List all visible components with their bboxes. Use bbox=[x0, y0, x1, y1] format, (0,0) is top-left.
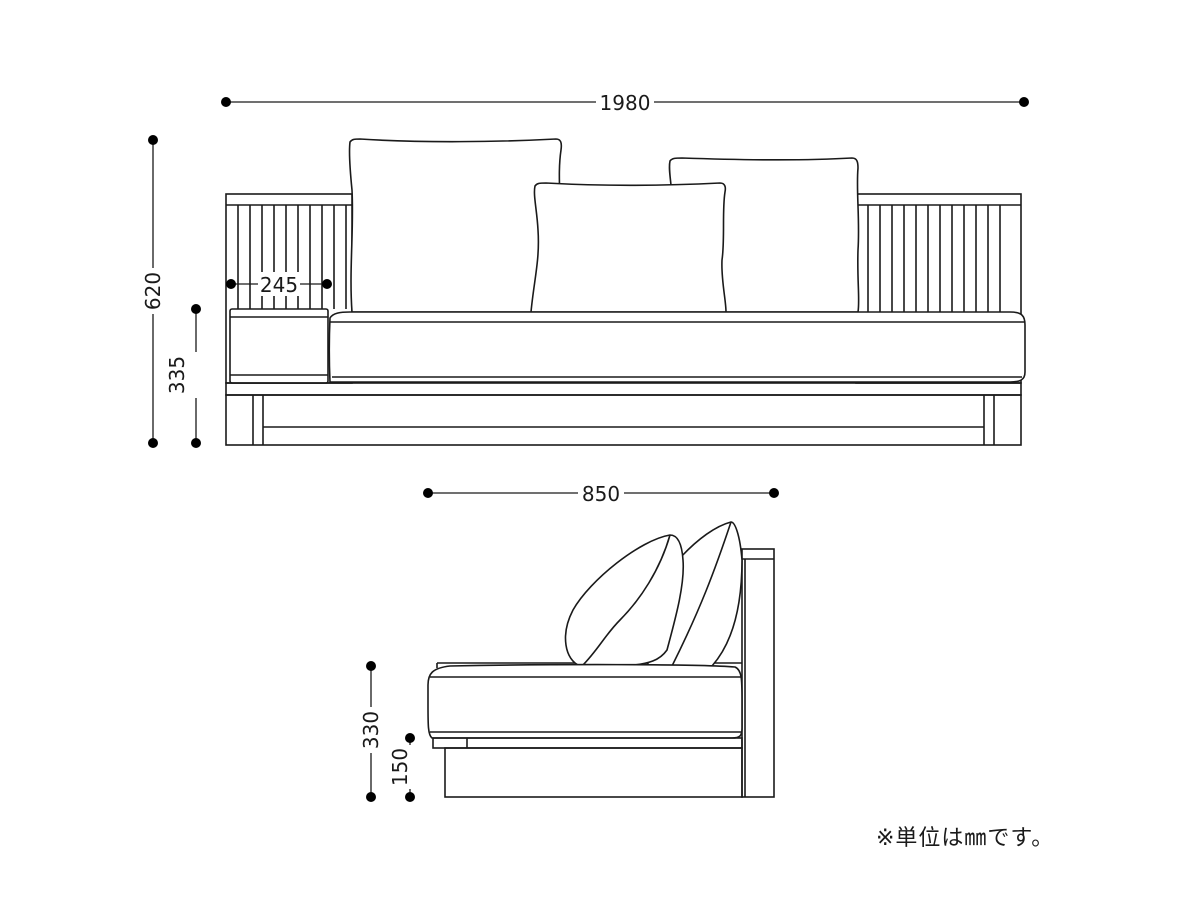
dimension-seat-height-front-label: 335 bbox=[165, 356, 189, 394]
dimension-side-table: 245 bbox=[226, 272, 332, 297]
front-view: 1980 620 335 245 bbox=[141, 90, 1029, 448]
back-cushion-center bbox=[530, 182, 727, 313]
dimension-seat-height-front: 335 bbox=[165, 304, 208, 448]
side-seat-cushion bbox=[427, 663, 743, 739]
dimension-seat-height-side: 330 bbox=[359, 661, 383, 802]
dimension-depth-label: 850 bbox=[582, 482, 620, 506]
dimension-base-height: 150 bbox=[388, 733, 422, 802]
side-back-cushion-front bbox=[564, 534, 685, 667]
side-view: 850 330 150 bbox=[359, 481, 779, 802]
back-panel bbox=[741, 548, 775, 798]
back-cushion-left bbox=[348, 138, 563, 313]
dimension-base-height-label: 150 bbox=[388, 748, 412, 786]
dimension-side-table-label: 245 bbox=[260, 273, 298, 297]
dimension-width-label: 1980 bbox=[600, 91, 651, 115]
side-base bbox=[432, 737, 743, 798]
seat-cushion bbox=[328, 311, 1026, 383]
sofa-base bbox=[225, 382, 1022, 446]
dimension-height-label: 620 bbox=[141, 272, 165, 310]
dimension-height: 620 bbox=[141, 135, 165, 448]
side-table bbox=[229, 308, 329, 384]
dimension-width: 1980 bbox=[221, 90, 1029, 115]
dimension-seat-height-side-label: 330 bbox=[359, 711, 383, 749]
unit-note: ※単位は㎜です。 bbox=[876, 826, 1055, 851]
dimension-depth: 850 bbox=[423, 481, 779, 506]
